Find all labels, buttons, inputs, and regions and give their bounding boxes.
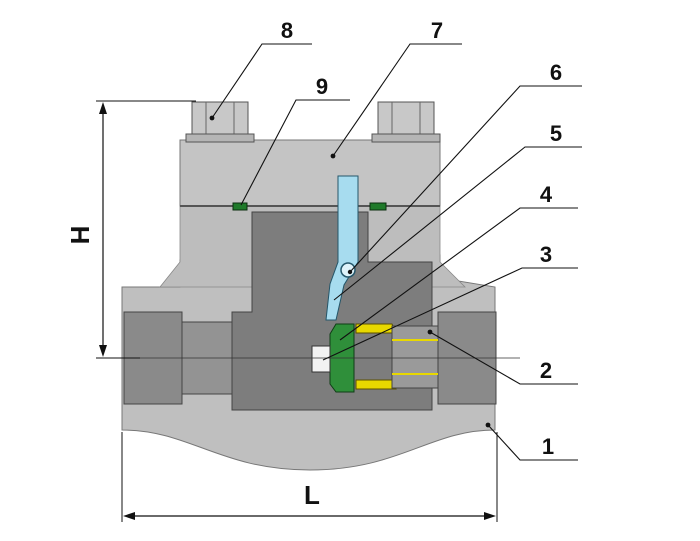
callout-7: 7 xyxy=(431,18,443,43)
leader-9 xyxy=(240,99,350,206)
bonnet xyxy=(179,139,441,207)
length-dimension: L xyxy=(121,432,498,522)
leader-lines xyxy=(211,43,582,461)
callout-1: 1 xyxy=(542,434,554,459)
callout-2: 2 xyxy=(540,358,552,383)
callout-9: 9 xyxy=(316,74,328,99)
gasket-left xyxy=(232,202,248,211)
hinge-pin xyxy=(340,262,356,278)
callout-4: 4 xyxy=(540,182,553,207)
callout-numbers: 8 9 7 6 5 4 3 2 1 xyxy=(281,18,562,459)
valve-body xyxy=(100,101,520,471)
hanger-arm xyxy=(325,175,359,321)
bolt-left xyxy=(185,101,255,143)
leader-5 xyxy=(333,146,582,301)
leader-dots xyxy=(209,115,491,428)
length-label: L xyxy=(304,480,320,510)
bolt-right xyxy=(371,101,441,143)
height-dimension: H xyxy=(65,100,196,359)
leader-1 xyxy=(487,424,578,461)
callout-8: 8 xyxy=(281,18,293,43)
seat-seal-bottom xyxy=(355,379,397,390)
gasket-right xyxy=(369,202,387,211)
leader-4 xyxy=(339,207,578,341)
callout-3: 3 xyxy=(540,242,552,267)
leader-6 xyxy=(349,85,582,273)
leader-7 xyxy=(332,43,462,157)
disc-nut xyxy=(311,345,331,373)
callout-6: 6 xyxy=(550,60,562,85)
callout-5: 5 xyxy=(550,121,562,146)
height-label: H xyxy=(65,226,95,245)
leader-8 xyxy=(211,43,312,119)
leader-2 xyxy=(429,331,578,385)
seat-ring xyxy=(391,325,439,389)
leader-3 xyxy=(322,267,578,361)
